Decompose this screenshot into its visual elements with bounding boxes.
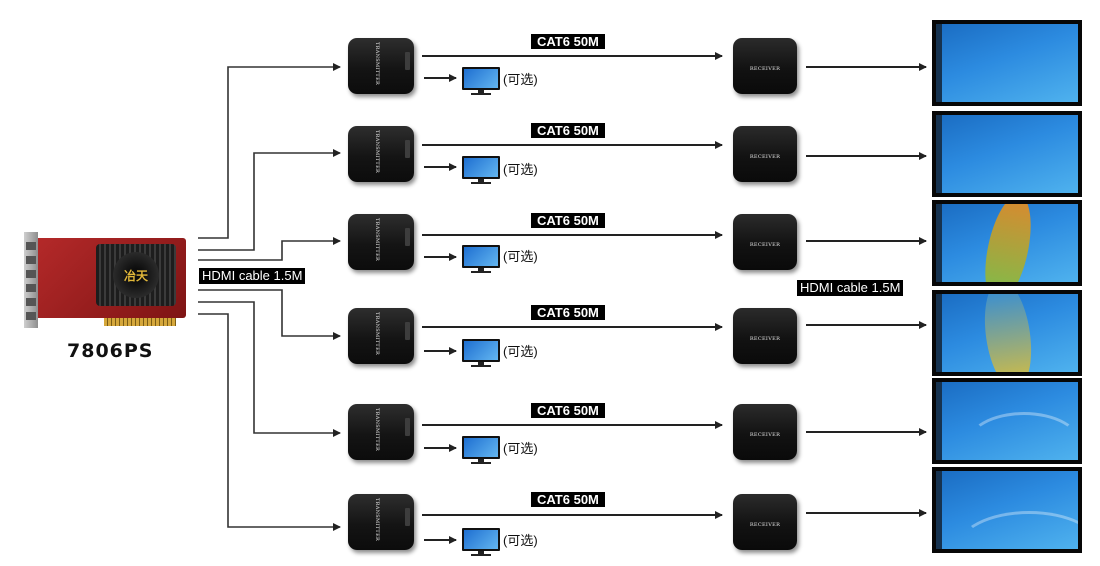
optional-label-5: (可选): [503, 441, 538, 456]
optional-label-4: (可选): [503, 344, 538, 359]
receiver-3: RECEIVER: [733, 214, 797, 270]
optional-label-3: (可选): [503, 249, 538, 264]
receiver-label: RECEIVER: [749, 432, 781, 438]
cat6-label-1: CAT6 50M: [531, 34, 605, 49]
hdmi-wire-1: [198, 63, 341, 239]
receiver-label: RECEIVER: [749, 336, 781, 342]
receiver-label: RECEIVER: [749, 154, 781, 160]
graphics-card: 冶天: [24, 232, 192, 332]
wall-panel-1: [932, 20, 1082, 106]
wall-panel-4: [932, 290, 1082, 376]
cat6-label-2: CAT6 50M: [531, 123, 605, 138]
output-port: [26, 284, 36, 292]
output-port: [26, 256, 36, 264]
receiver-6: RECEIVER: [733, 494, 797, 550]
hdmi-wire-6: [198, 313, 341, 531]
hdmi-wire-4: [198, 289, 341, 340]
monitor-icon: [462, 245, 500, 273]
port-icon: [405, 418, 410, 436]
receiver-2: RECEIVER: [733, 126, 797, 182]
monitor-icon: [462, 67, 500, 95]
output-port: [26, 242, 36, 250]
receiver-label: RECEIVER: [749, 66, 781, 72]
transmitter-label: TRANSMITTER: [374, 218, 380, 262]
cat6-label-5: CAT6 50M: [531, 403, 605, 418]
wall-panel-5: [932, 378, 1082, 464]
receiver-5: RECEIVER: [733, 404, 797, 460]
monitor-icon: [462, 528, 500, 556]
pcie-connector: [104, 318, 176, 326]
hdmi-cable-label-right: HDMI cable 1.5M: [797, 280, 904, 296]
output-port: [26, 312, 36, 320]
hdmi-wire-3: [198, 237, 341, 261]
wall-panel-2: [932, 111, 1082, 197]
wall-panel-6: [932, 467, 1082, 553]
transmitter-4: TRANSMITTER: [348, 308, 414, 364]
monitor-icon: [462, 339, 500, 367]
port-icon: [405, 140, 410, 158]
optional-label-1: (可选): [503, 72, 538, 87]
transmitter-1: TRANSMITTER: [348, 38, 414, 94]
fan-icon: 冶天: [113, 252, 159, 298]
transmitter-5: TRANSMITTER: [348, 404, 414, 460]
optional-label-2: (可选): [503, 162, 538, 177]
monitor-icon: [462, 156, 500, 184]
hdmi-wire-2: [198, 149, 341, 251]
port-icon: [405, 52, 410, 70]
wall-panel-3: [932, 200, 1082, 286]
port-icon: [405, 322, 410, 340]
transmitter-6: TRANSMITTER: [348, 494, 414, 550]
card-chip-label: 冶天: [123, 269, 148, 283]
cat6-label-3: CAT6 50M: [531, 213, 605, 228]
cat6-label-4: CAT6 50M: [531, 305, 605, 320]
optional-label-6: (可选): [503, 533, 538, 548]
hdmi-cable-label-left: HDMI cable 1.5M: [199, 268, 306, 284]
output-port: [26, 270, 36, 278]
receiver-label: RECEIVER: [749, 522, 781, 528]
transmitter-label: TRANSMITTER: [374, 408, 380, 452]
transmitter-label: TRANSMITTER: [374, 130, 380, 174]
card-model-label: 7806PS: [67, 340, 154, 362]
receiver-4: RECEIVER: [733, 308, 797, 364]
output-port: [26, 298, 36, 306]
transmitter-2: TRANSMITTER: [348, 126, 414, 182]
receiver-label: RECEIVER: [749, 242, 781, 248]
transmitter-3: TRANSMITTER: [348, 214, 414, 270]
port-icon: [405, 508, 410, 526]
receiver-1: RECEIVER: [733, 38, 797, 94]
transmitter-label: TRANSMITTER: [374, 498, 380, 542]
transmitter-label: TRANSMITTER: [374, 312, 380, 356]
transmitter-label: TRANSMITTER: [374, 42, 380, 86]
hdmi-wire-5: [198, 301, 341, 437]
cat6-label-6: CAT6 50M: [531, 492, 605, 507]
monitor-icon: [462, 436, 500, 464]
port-icon: [405, 228, 410, 246]
